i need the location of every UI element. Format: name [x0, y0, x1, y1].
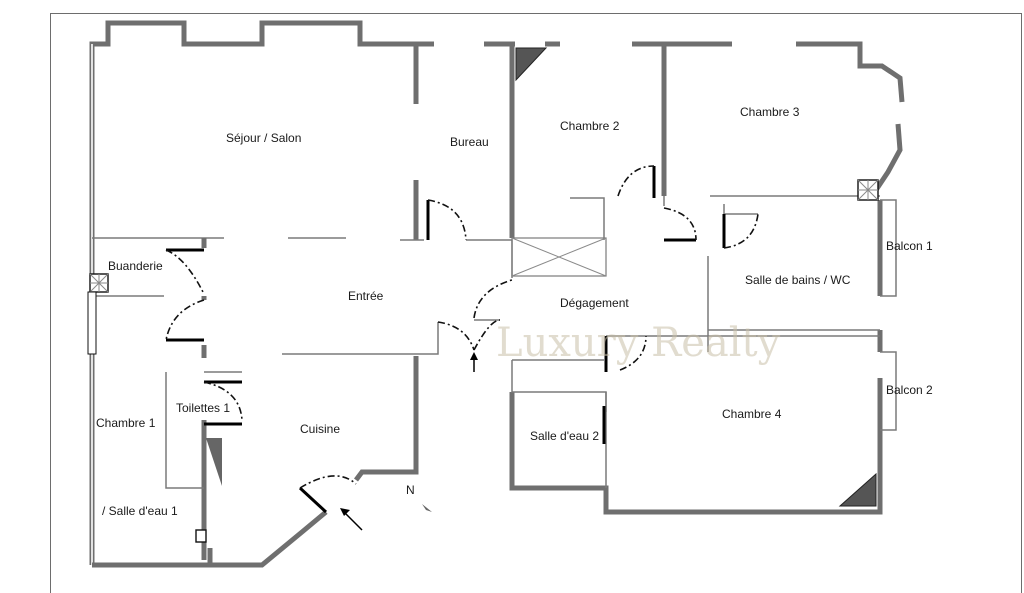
vent-grids [87, 179, 879, 543]
exterior-walls [89, 20, 905, 568]
label-toilettes1: Toilettes 1 [176, 401, 230, 415]
label-balcon2: Balcon 2 [886, 383, 933, 397]
drawing-frame [50, 13, 1022, 593]
label-salle-eau2: Salle d'eau 2 [530, 429, 599, 443]
label-balcon1: Balcon 1 [886, 239, 933, 253]
entry-arrows [340, 352, 478, 531]
label-chambre3: Chambre 3 [740, 105, 800, 119]
room-labels: Séjour / Salon Bureau Chambre 2 Chambre … [96, 105, 933, 518]
label-chambre4: Chambre 4 [722, 407, 782, 421]
compass-label: N [406, 483, 415, 497]
label-cuisine: Cuisine [300, 422, 340, 436]
label-chambre1: Chambre 1 [96, 416, 156, 430]
label-entree: Entrée [348, 289, 384, 303]
label-degagement: Dégagement [560, 296, 629, 310]
label-sejour: Séjour / Salon [226, 131, 301, 145]
label-bureau: Bureau [450, 135, 489, 149]
interior-walls [92, 44, 880, 560]
shafts [206, 47, 877, 507]
label-salle-bains: Salle de bains / WC [745, 273, 851, 287]
balconies [880, 199, 897, 431]
doors [165, 165, 759, 514]
compass: N [406, 483, 432, 512]
label-buanderie: Buanderie [108, 259, 163, 273]
watermark: Luxury Realty [496, 320, 781, 366]
label-chambre2: Chambre 2 [560, 119, 620, 133]
label-salle-eau1: / Salle d'eau 1 [102, 504, 178, 518]
void-marker [511, 237, 607, 277]
